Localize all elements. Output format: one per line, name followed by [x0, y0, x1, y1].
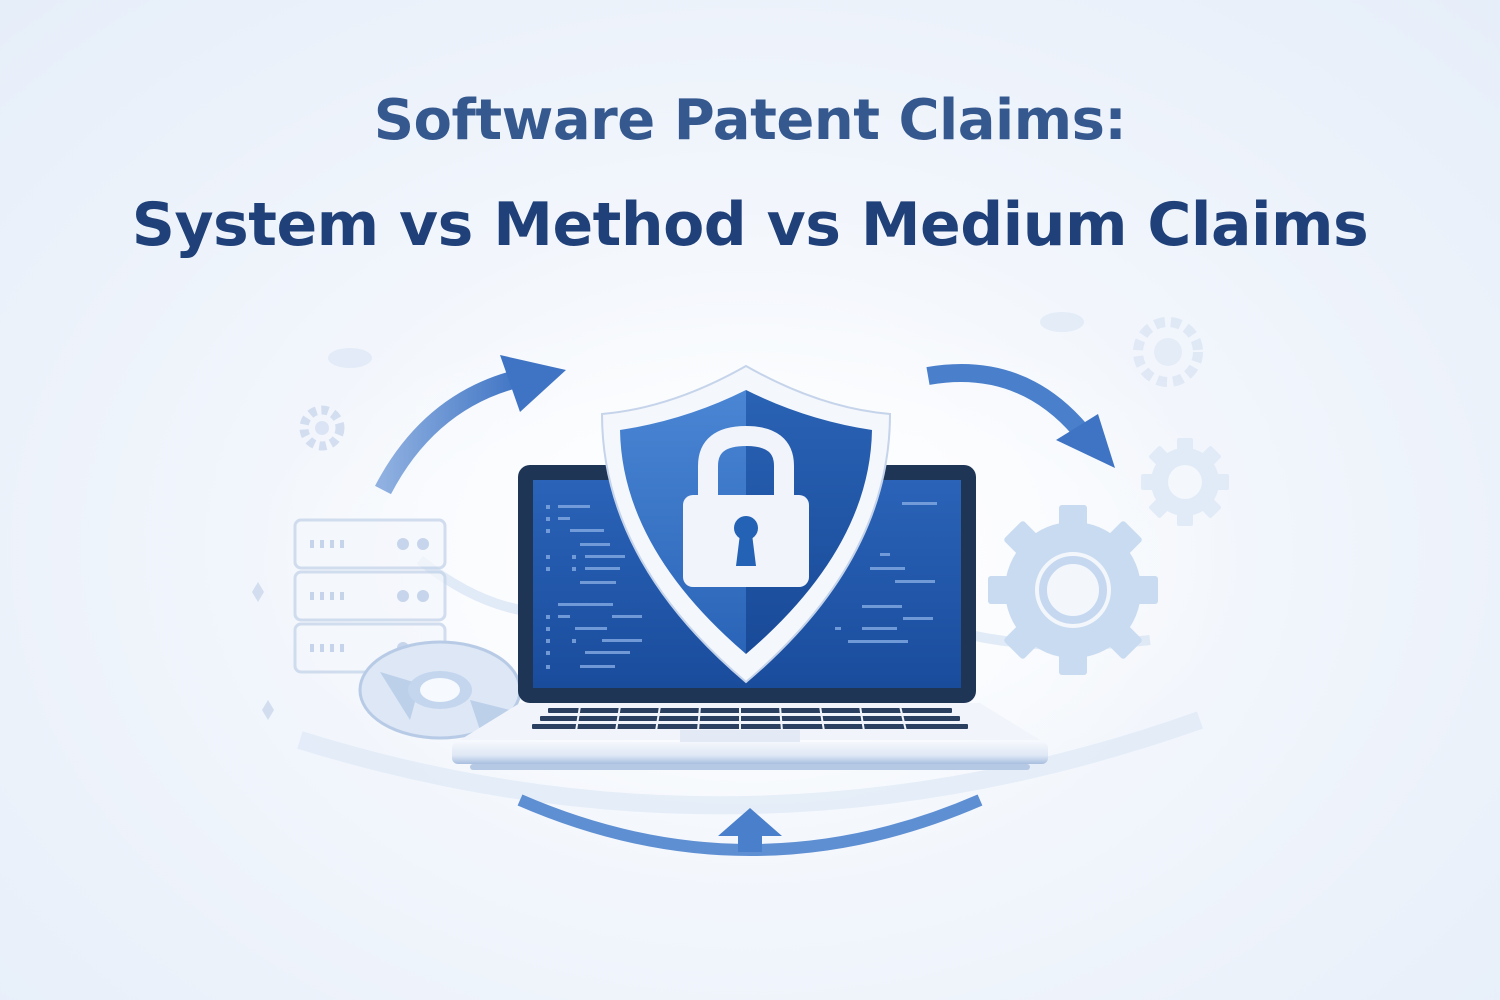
code-lines-right	[835, 502, 937, 643]
title-line-1: Software Patent Claims:	[373, 88, 1127, 153]
optical-disc-icon	[358, 640, 522, 740]
small-gear-icon	[1141, 438, 1229, 526]
sparkle-icon	[252, 582, 274, 720]
faint-cloud-icon	[328, 312, 1084, 368]
title-line-2: System vs Method vs Medium Claims	[131, 190, 1369, 260]
padlock-icon	[683, 425, 809, 587]
faint-gear-icon	[1133, 317, 1203, 387]
small-gear-left-icon	[299, 405, 345, 451]
arrow-top-right-icon	[926, 364, 1115, 468]
large-gear-icon	[988, 505, 1158, 675]
arrow-bottom-icon	[517, 794, 983, 856]
code-lines-left	[546, 505, 642, 669]
arrow-top-left-icon	[375, 355, 566, 495]
keyboard-icon	[532, 708, 968, 729]
